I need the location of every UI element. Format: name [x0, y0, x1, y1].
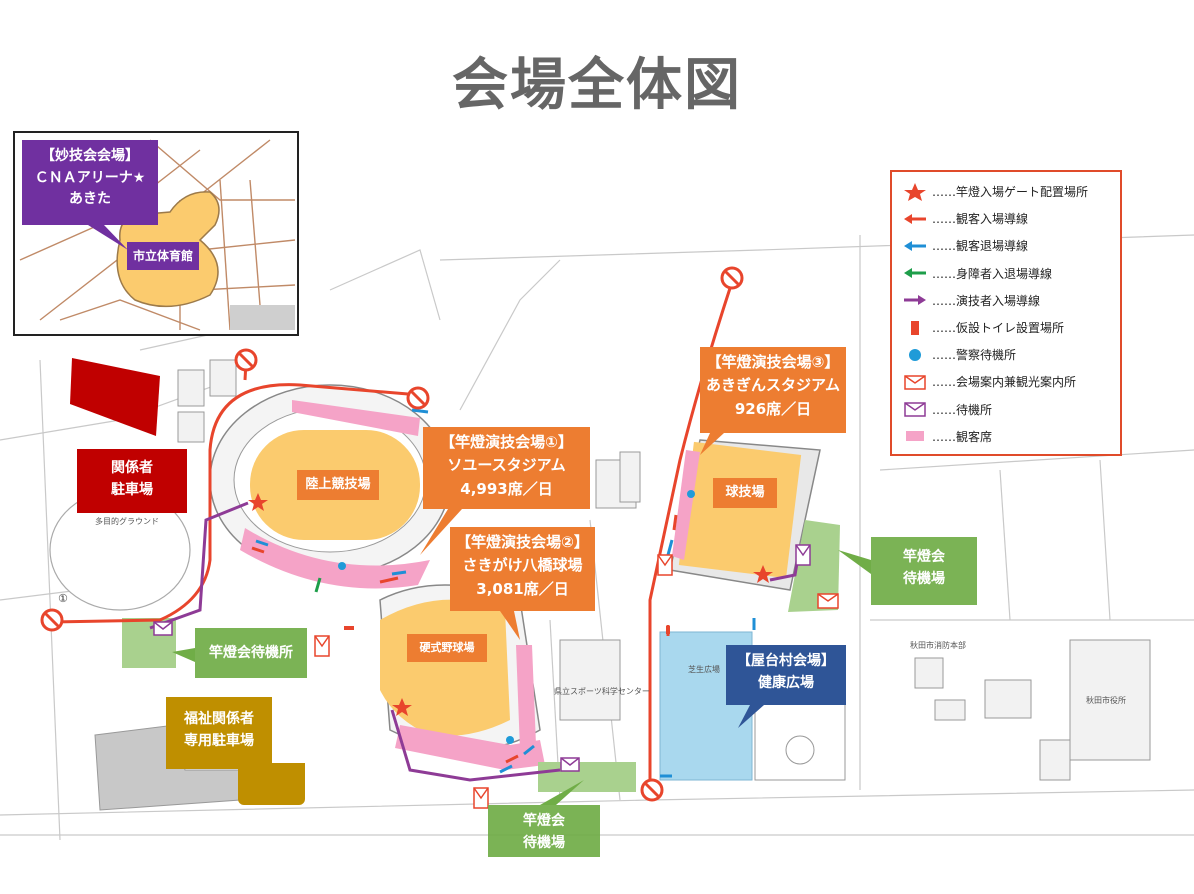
athletics-seating-top: [292, 400, 420, 436]
legend-row: ……観客退場導線: [900, 232, 1120, 259]
legend-text: ……観客席: [932, 429, 993, 444]
venue1-line1: 【竿燈演技会場①】: [440, 433, 573, 451]
venue2-line3: 3,081席／日: [476, 579, 569, 598]
staff-parking-line2: 駐車場: [111, 481, 153, 498]
legend-row: ……演技者入場導線: [900, 287, 1120, 314]
venue1-line2: ソユースタジアム: [447, 456, 566, 475]
legend-text: ……身障者入退場導線: [932, 266, 1053, 281]
waiting-bottom-line1: 竿燈会: [523, 813, 565, 829]
city-gym-label: 市立体育館: [127, 242, 199, 270]
buildings: [177, 359, 1151, 781]
seating-icon: [906, 431, 924, 442]
legend-row: ……身障者入退場導線: [900, 260, 1120, 287]
waiting-envelopes: [153, 544, 811, 772]
purple-arrow-icon: [904, 295, 926, 306]
green-arrow-icon: [904, 268, 926, 279]
toilet-icon: [911, 320, 919, 335]
waiting-area-bottom: [538, 762, 636, 792]
waiting-right-callout: 竿燈会 待機場: [871, 537, 977, 605]
fire-hq-label: 秋田市消防本部: [910, 641, 966, 650]
legend-row: ……仮設トイレ設置場所: [900, 314, 1120, 341]
athletics-label: 陸上競技場: [297, 470, 379, 500]
legend-text: ……仮設トイレ設置場所: [932, 321, 1065, 336]
venue3-line2: あきぎんスタジアム: [706, 376, 840, 395]
legend-text: ……観客退場導線: [932, 239, 1029, 254]
legend-text: ……演技者入場導線: [932, 293, 1041, 308]
yataimura-line2: 健康広場: [758, 674, 814, 691]
welfare-parking-line1: 福祉関係者: [184, 711, 254, 727]
soccer-center-circle: [785, 735, 815, 765]
ballpark-label: 球技場: [713, 478, 777, 508]
athletics-seating-bottom: [240, 528, 430, 589]
venue3-line3: 926席／日: [734, 399, 812, 418]
police-icon: [909, 348, 921, 361]
venue2-line1: 【竿燈演技会場②】: [456, 533, 589, 551]
welfare-parking-callout: 福祉関係者 専用駐車場: [166, 697, 272, 769]
baseball-seating-right: [516, 645, 536, 750]
welfare-parking-tab: [238, 763, 305, 805]
legend-row: ……観客入場導線: [900, 205, 1120, 232]
venue3-callout: 【竿燈演技会場③】 あきぎんスタジアム 926席／日: [700, 347, 846, 433]
lawn-square-label: 芝生広場: [688, 665, 720, 674]
waiting-right-line1: 竿燈会: [903, 549, 945, 565]
waiting-left-callout: 竿燈会待機所: [195, 628, 307, 678]
legend-text: ……待機所: [932, 402, 993, 417]
waiting-bottom-callout: 竿燈会 待機場: [488, 805, 600, 857]
waiting-bottom-line2: 待機場: [523, 834, 565, 851]
legend-row: ……待機所: [900, 396, 1120, 423]
toilet-markers: [344, 626, 670, 634]
info-envelopes: [314, 554, 839, 809]
legend-row: ……竿燈入場ゲート配置場所: [900, 178, 1120, 205]
legend-row: ……会場案内兼観光案内所: [900, 368, 1120, 395]
baseball-field: [380, 599, 510, 736]
legend-text: ……観客入場導線: [932, 212, 1029, 227]
route-arrows: [251, 408, 756, 778]
venue3-line1: 【竿燈演技会場③】: [706, 353, 840, 371]
venue1-callout: 【竿燈演技会場①】 ソユースタジアム 4,993席／日: [423, 427, 590, 509]
legend: ……竿燈入場ゲート配置場所 ……観客入場導線 ……観客退場導線 ……身障者入退場…: [890, 170, 1122, 456]
sports-center-label: 県立スポーツ科学センター: [554, 687, 650, 696]
city-hall-label: 秋田市役所: [1086, 696, 1126, 705]
inset-gray-lot: [230, 305, 295, 330]
no-entry-signs: [40, 266, 744, 802]
waiting-left-line1: 竿燈会待機所: [209, 645, 293, 661]
yataimura-line1: 【屋台村会場】: [737, 653, 835, 669]
myogikai-callout: 【妙技会会場】 ＣＮＡアリーナ★ あきた: [22, 140, 158, 225]
multi-ground-label: 多目的グラウンド: [95, 517, 159, 526]
police-dots: [338, 490, 695, 744]
staff-parking-line1: 関係者: [111, 460, 153, 476]
info-envelope-icon: [904, 375, 926, 390]
red-arrow-icon: [904, 213, 926, 224]
staff-parking-callout: 関係者 駐車場: [77, 449, 187, 513]
soccer-field: [754, 699, 846, 781]
myogikai-line1: 【妙技会会場】: [41, 148, 139, 164]
page-title: 会場全体図: [452, 53, 742, 118]
yataimura-callout: 【屋台村会場】 健康広場: [726, 645, 846, 705]
venue2-callout: 【竿燈演技会場②】 さきがけ八橋球場 3,081席／日: [450, 527, 595, 611]
legend-text: ……会場案内兼観光案内所: [932, 375, 1077, 390]
ballpark-seating-left: [672, 450, 700, 560]
waiting-area-right: [788, 520, 840, 612]
blue-arrow-icon: [904, 240, 926, 251]
legend-row: ……観客席: [900, 423, 1120, 450]
circle-one-label: ①: [58, 592, 68, 605]
baseball-seating-bottom: [395, 725, 545, 770]
legend-text: ……竿燈入場ゲート配置場所: [932, 185, 1089, 200]
myogikai-line3: あきた: [69, 191, 111, 208]
welfare-parking-line2: 専用駐車場: [184, 732, 254, 749]
waiting-right-line2: 待機場: [903, 570, 945, 587]
star-icon: [904, 182, 926, 201]
staff-parking-area: [70, 358, 160, 436]
myogikai-line2: ＣＮＡアリーナ★: [34, 169, 146, 186]
waiting-envelope-icon: [904, 402, 926, 417]
venue2-line2: さきがけ八橋球場: [462, 556, 583, 575]
ballpark-field: [678, 441, 802, 579]
gate-stars: [248, 493, 773, 716]
legend-row: ……警察待機所: [900, 341, 1120, 368]
baseball-label: 硬式野球場: [407, 634, 487, 662]
venue1-line3: 4,993席／日: [460, 479, 553, 498]
legend-text: ……警察待機所: [932, 348, 1017, 363]
